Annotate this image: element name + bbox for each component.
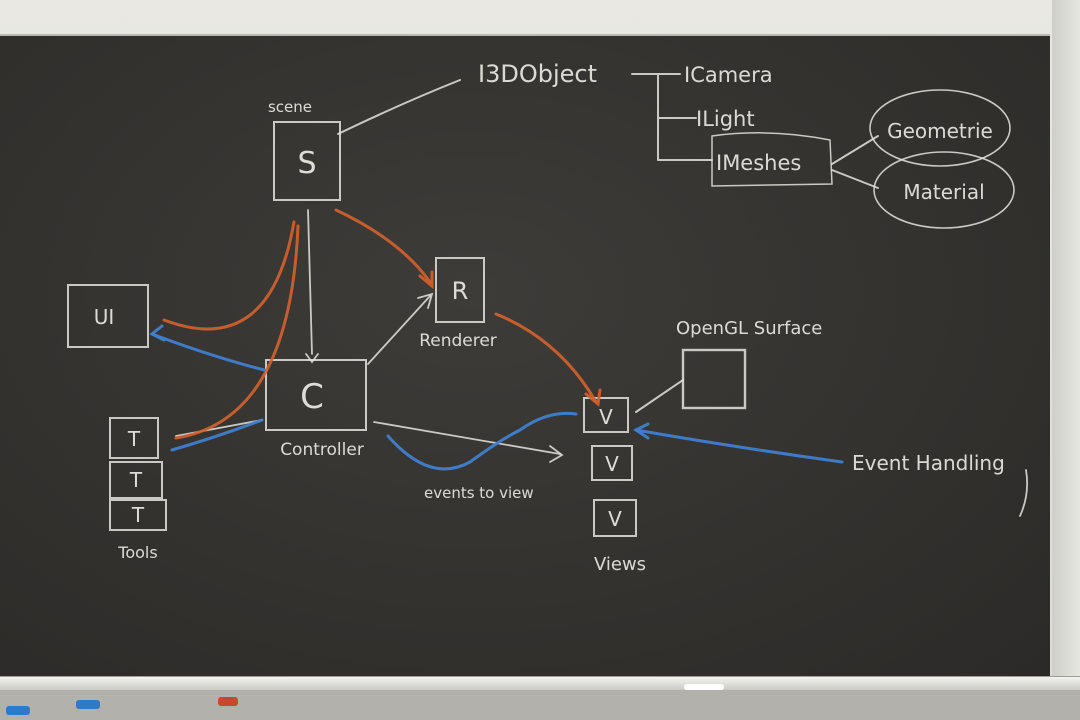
scene-renderer-orange-arrowhead <box>418 270 434 290</box>
controller-label: Controller <box>280 440 364 460</box>
opengl-surface-box <box>681 348 747 410</box>
events-to-view-label: events to view <box>424 484 534 502</box>
renderer-view-orange-arrowhead <box>584 388 602 407</box>
tools-label: Tools <box>117 543 157 562</box>
view-box-3-letter: V <box>608 507 622 531</box>
object-child-light: ILight <box>696 107 755 131</box>
tool-box-3-letter: T <box>131 503 145 527</box>
ui-scene-orange-arrow <box>162 220 296 331</box>
mesh-part-geometry: Geometrie <box>887 119 993 143</box>
object-root-label: I3DObject <box>478 60 597 88</box>
tool-box-3 <box>109 499 167 531</box>
view-box-1-letter: V <box>599 405 613 429</box>
scene-renderer-orange-arrow <box>334 208 432 284</box>
renderer-view-orange-arrow <box>494 312 598 404</box>
renderer-label: Renderer <box>419 331 497 351</box>
controller-renderer-arrowhead <box>417 292 434 309</box>
chalk-piece <box>684 684 724 690</box>
wall <box>1052 0 1080 720</box>
controller-tools-arrow <box>175 419 263 437</box>
view-box-2-letter: V <box>605 452 619 476</box>
tools-scene-orange-arrow <box>174 224 300 440</box>
opengl-label: OpenGL Surface <box>676 318 822 339</box>
renderer-box-letter: R <box>452 277 469 305</box>
controller-renderer-arrow <box>367 295 431 365</box>
object-child-camera: ICamera <box>684 63 773 87</box>
tool-box-1-letter: T <box>127 427 141 451</box>
event-handling-tail <box>1019 469 1029 517</box>
controller-view-arrowhead <box>549 445 564 463</box>
chalkboard <box>0 34 1050 676</box>
tool-box-2 <box>109 461 163 499</box>
ui-controller-blue-arrow <box>150 332 266 372</box>
ui-box-letter: UI <box>94 305 115 329</box>
controller-view-arrow <box>373 421 561 455</box>
object-child-meshes: IMeshes <box>716 151 801 175</box>
view-box-2 <box>591 445 633 481</box>
controller-box <box>265 359 367 431</box>
view-surface-line <box>635 379 684 413</box>
object-tree-lines <box>631 73 713 161</box>
events-to-view-blue-arrow <box>386 411 578 471</box>
scene-box-letter: S <box>297 146 316 181</box>
ui-box <box>67 284 149 348</box>
event-handling-blue-arrowhead <box>633 422 650 440</box>
mesh-part-material: Material <box>903 180 984 204</box>
renderer-box <box>435 257 485 323</box>
view-box-1 <box>583 397 629 433</box>
meshes-part-lines <box>831 135 879 189</box>
scene-label: scene <box>268 98 312 116</box>
scene-controller-arrow <box>307 209 313 355</box>
tool-box-1 <box>109 417 159 459</box>
views-label: Views <box>594 554 646 575</box>
event-handling-blue-arrow <box>634 428 844 464</box>
meshes-outline <box>711 132 833 187</box>
blue-marker-2 <box>6 706 30 715</box>
scene-box <box>273 121 341 201</box>
geometry-ellipse <box>869 89 1011 167</box>
chalk-ledge <box>0 676 1080 691</box>
view-box-3 <box>593 499 637 537</box>
tool-box-2-letter: T <box>129 468 143 492</box>
lower-wall <box>0 690 1080 720</box>
material-ellipse <box>873 151 1015 229</box>
blue-marker <box>76 700 100 709</box>
scene-object-line <box>337 79 461 135</box>
red-marker <box>218 697 238 706</box>
controller-box-letter: C <box>300 377 324 417</box>
ui-controller-blue-arrowhead <box>149 324 166 342</box>
scene-controller-arrowhead <box>305 353 319 364</box>
event-handling-label: Event Handling <box>852 451 1005 475</box>
controller-tools-blue-arrow <box>170 418 264 452</box>
